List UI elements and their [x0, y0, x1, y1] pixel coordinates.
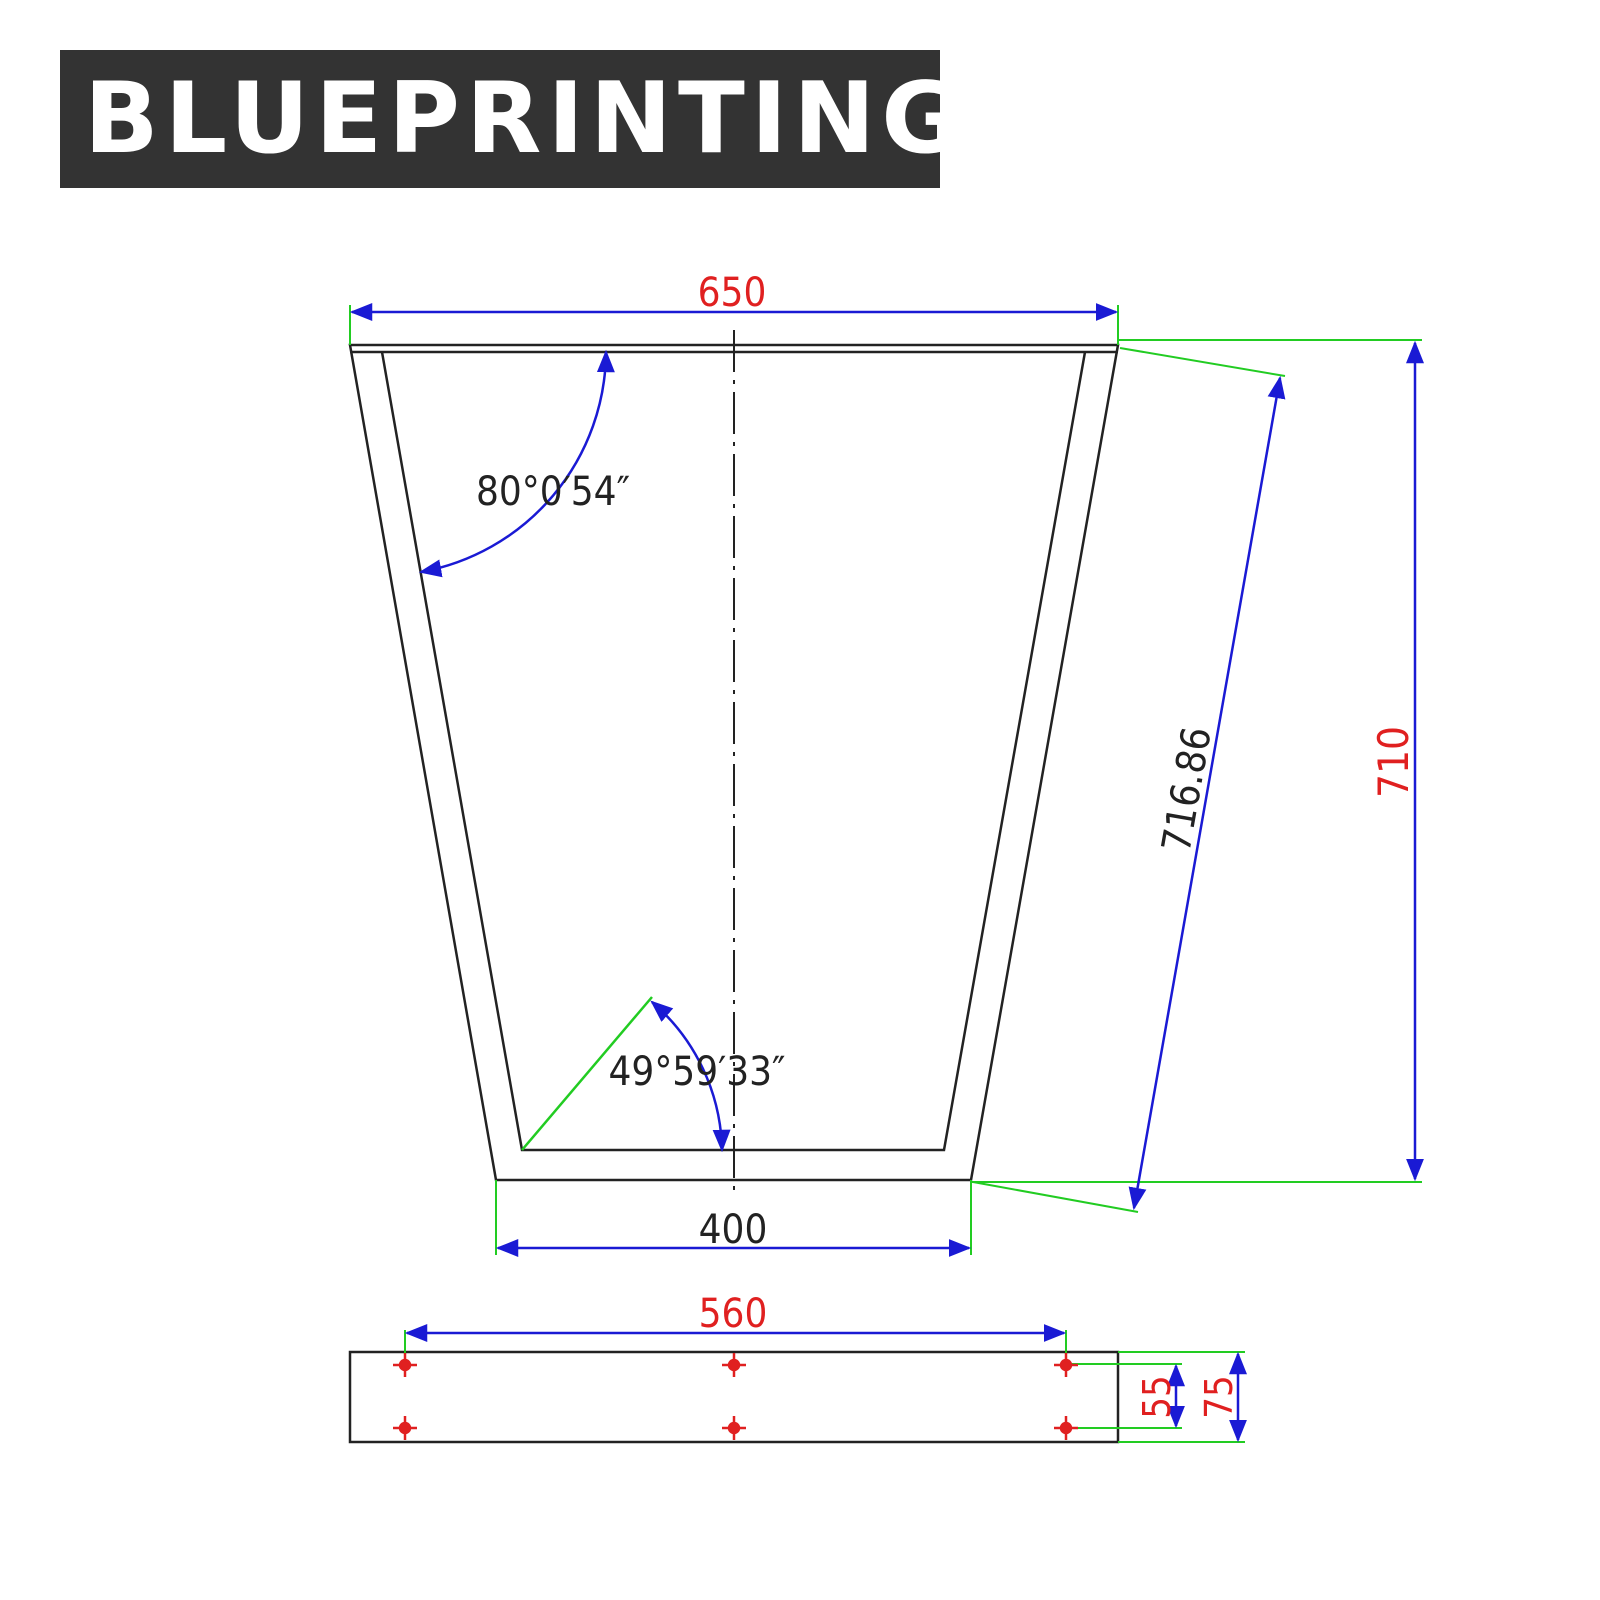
top-width-label: 650 — [698, 270, 767, 316]
hole-spacing-label: 560 — [699, 1291, 768, 1337]
foot-plate — [348, 1350, 1120, 1444]
hole-marker — [722, 1416, 746, 1440]
title-banner: BLUEPRINTING — [60, 50, 962, 188]
leg-length-label: 716.86 — [1154, 724, 1221, 856]
top-angle-label: 80°0′54″ — [476, 469, 630, 515]
hole-offset-label: 55 — [1135, 1375, 1179, 1419]
hole-offset-dimension: 55 — [1066, 1363, 1185, 1429]
page-title: BLUEPRINTING — [84, 62, 968, 176]
leg-length-dimension: 716.86 — [972, 347, 1286, 1213]
bottom-angle-label: 49°59′33″ — [609, 1049, 786, 1095]
bar-width-dimension: 75 — [1118, 1351, 1247, 1443]
bottom-angle-dimension: 49°59′33″ — [521, 996, 786, 1153]
top-angle-dimension: 80°0′54″ — [418, 349, 630, 578]
hole-marker — [393, 1416, 417, 1440]
bottom-width-label: 400 — [699, 1207, 768, 1253]
top-width-dimension: 650 — [349, 270, 1119, 345]
hole-marker — [393, 1353, 417, 1377]
bar-width-label: 75 — [1197, 1375, 1241, 1419]
hole-marker — [1054, 1353, 1078, 1377]
hole-spacing-dimension: 560 — [404, 1291, 1067, 1365]
total-height-label: 710 — [1369, 726, 1418, 798]
bottom-width-dimension: 400 — [495, 1180, 972, 1257]
mounting-holes — [393, 1353, 1078, 1440]
hole-marker — [722, 1353, 746, 1377]
hole-marker — [1054, 1416, 1078, 1440]
